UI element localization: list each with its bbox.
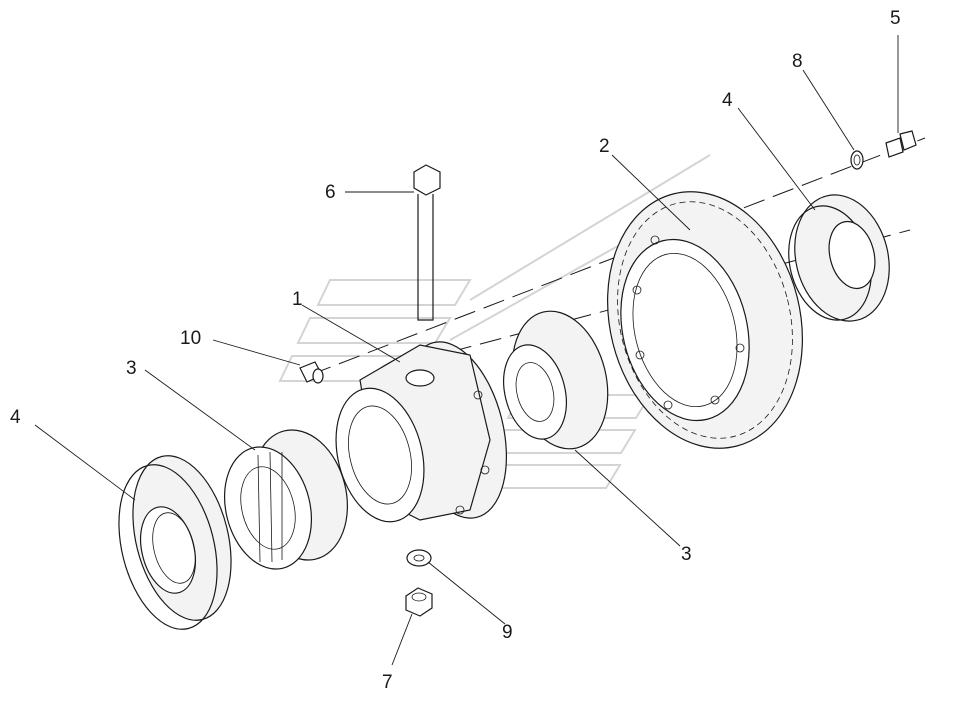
callout-7: 7 [382,672,393,693]
callout-5: 5 [890,8,901,29]
bearing-cup-right [788,194,890,322]
hex-nut [405,587,433,617]
callout-2: 2 [599,136,610,157]
washer-bottom [406,549,432,567]
callout-8: 8 [792,51,803,72]
leader-lines [34,35,899,666]
bearing-cup-left [118,455,232,630]
callout-10: 10 [180,328,201,349]
callout-3-right: 3 [681,544,692,565]
lock-washer [850,150,864,170]
bolt-long [413,164,441,321]
callout-4-left: 4 [10,407,21,428]
ring-gear [607,191,803,449]
callout-6: 6 [325,182,336,203]
bolt-short [885,130,917,158]
side-gear-right [503,310,609,450]
differential-housing [335,341,508,523]
callout-1: 1 [292,289,303,310]
callout-labels: 1 2 3 3 4 4 5 6 7 8 9 10 [10,8,901,693]
grease-fitting [299,361,324,384]
callout-9: 9 [502,622,513,643]
callout-3-left: 3 [126,358,137,379]
side-gear-left [223,429,349,570]
callout-4-right: 4 [722,90,733,111]
